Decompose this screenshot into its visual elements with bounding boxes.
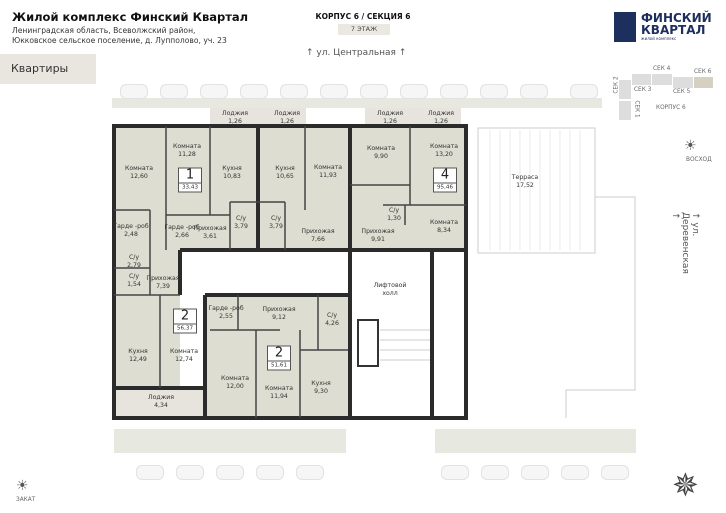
address-line-1: Ленинградская область, Всеволжский район… bbox=[12, 26, 196, 35]
logo: ФИНСКИЙ КВАРТАЛ жилой комплекс bbox=[641, 12, 712, 41]
korpus-section-label: КОРПУС 6 / СЕКЦИЯ 6 bbox=[315, 12, 411, 21]
parking-car-icon bbox=[296, 465, 324, 480]
parking-car-icon bbox=[216, 465, 244, 480]
floor-label: 7 ЭТАЖ bbox=[338, 24, 390, 35]
parking-car-icon bbox=[440, 84, 468, 99]
address-line-2: Юкковское сельское поселение, д. Лупполо… bbox=[12, 36, 227, 45]
parking-car-icon bbox=[360, 84, 388, 99]
logo-icon bbox=[614, 12, 636, 42]
logo-line-1: ФИНСКИЙ bbox=[641, 11, 712, 25]
sidewalk-top bbox=[112, 98, 602, 108]
parking-car-icon bbox=[481, 465, 509, 480]
parking-car-icon bbox=[480, 84, 508, 99]
parking-car-icon bbox=[280, 84, 308, 99]
minimap-sec5[interactable] bbox=[673, 77, 693, 88]
sunrise-icon: ☀ bbox=[684, 138, 697, 154]
minimap-label-sec6: СЕК 6 bbox=[694, 69, 712, 75]
minimap-sec4[interactable] bbox=[652, 74, 672, 85]
parking-car-icon bbox=[570, 84, 598, 99]
minimap-sec6[interactable] bbox=[694, 77, 713, 88]
page-title: Жилой комплекс Финский Квартал bbox=[12, 10, 249, 24]
lawn-bottom-right bbox=[435, 429, 636, 453]
room-elevator-hall: Лифтовой холл bbox=[373, 282, 407, 297]
parking-car-icon bbox=[520, 84, 548, 99]
parking-car-icon bbox=[176, 465, 204, 480]
compass-rose-icon: ✵ bbox=[672, 466, 699, 504]
parking-car-icon bbox=[601, 465, 629, 480]
logo-line-2: КВАРТАЛ bbox=[641, 23, 706, 37]
minimap-label-sec4: СЕК 4 bbox=[653, 66, 671, 72]
sunrise-label: ВОСХОД bbox=[686, 157, 712, 163]
parking-car-icon bbox=[320, 84, 348, 99]
parking-car-icon bbox=[200, 84, 228, 99]
minimap-sec1[interactable] bbox=[619, 101, 631, 120]
minimap-label-sec3: СЕК 3 bbox=[634, 87, 652, 93]
logo-tagline: жилой комплекс bbox=[641, 36, 677, 41]
parking-car-icon bbox=[120, 84, 148, 99]
parking-car-icon bbox=[521, 465, 549, 480]
parking-car-icon bbox=[160, 84, 188, 99]
lawn-bottom-left bbox=[114, 429, 346, 453]
street-top: ↑ ул. Центральная ↑ bbox=[306, 48, 407, 58]
minimap-korpus-label: КОРПУС 6 bbox=[656, 105, 686, 111]
sunset-label: ЗАКАТ bbox=[16, 497, 36, 503]
parking-car-icon bbox=[400, 84, 428, 99]
minimap-label-sec5: СЕК 5 bbox=[673, 89, 691, 95]
parking-car-icon bbox=[240, 84, 268, 99]
street-top-label: ул. Центральная bbox=[316, 48, 396, 58]
parking-car-icon bbox=[561, 465, 589, 480]
tab-apartments[interactable]: Квартиры bbox=[0, 54, 96, 84]
minimap-sec2[interactable] bbox=[619, 80, 631, 99]
sunset-icon: ☀ bbox=[16, 478, 29, 494]
minimap-sec3[interactable] bbox=[632, 74, 651, 85]
parking-car-icon bbox=[256, 465, 284, 480]
parking-car-icon bbox=[136, 465, 164, 480]
parking-car-icon bbox=[441, 465, 469, 480]
